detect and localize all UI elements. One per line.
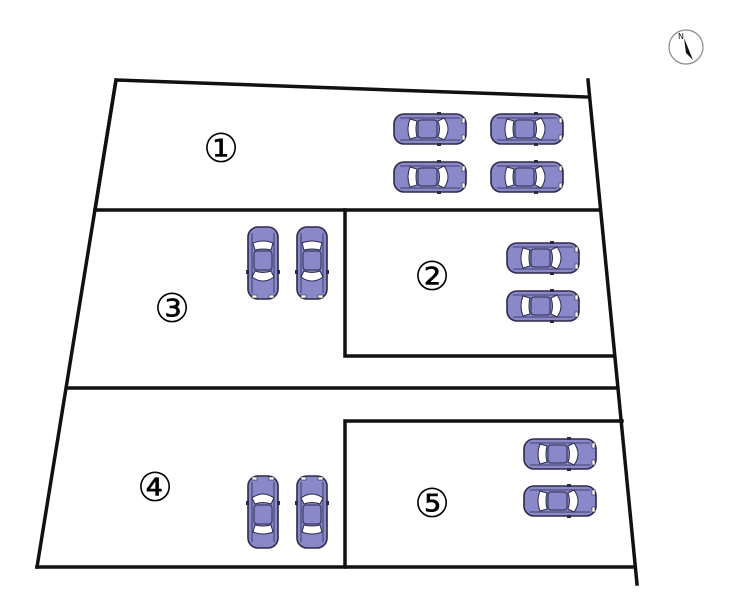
lot-boundaries <box>34 77 639 586</box>
car-icon <box>506 240 580 276</box>
lot-4: ④ <box>137 465 330 549</box>
north-arrow-icon <box>684 38 693 60</box>
lot-5-label: ⑤ <box>414 481 450 527</box>
car-icon <box>245 226 281 300</box>
lot-2: ② <box>414 240 580 324</box>
lot-3-label: ③ <box>154 286 190 332</box>
car-icon <box>393 111 467 147</box>
car-icon <box>490 111 564 147</box>
lot-5: ⑤ <box>414 436 597 527</box>
car-icon <box>523 483 597 519</box>
car-icon <box>245 475 281 549</box>
lot-2-label: ② <box>414 254 450 300</box>
lot2-boundary <box>343 208 616 358</box>
car-icon <box>393 159 467 195</box>
east-boundary <box>586 78 639 586</box>
lot-4-label: ④ <box>137 465 173 511</box>
compass: N <box>668 29 704 65</box>
lot-3: ③ <box>154 226 330 332</box>
car-icon <box>490 159 564 195</box>
compass-north-label: N <box>678 32 684 41</box>
lot-1: ① <box>203 111 564 195</box>
lot-1-label: ① <box>203 126 239 172</box>
car-icon <box>294 226 330 300</box>
lot5-boundary <box>343 419 624 569</box>
car-icon <box>523 436 597 472</box>
west-boundary <box>34 77 119 570</box>
car-icon <box>506 288 580 324</box>
car-icon <box>294 475 330 549</box>
